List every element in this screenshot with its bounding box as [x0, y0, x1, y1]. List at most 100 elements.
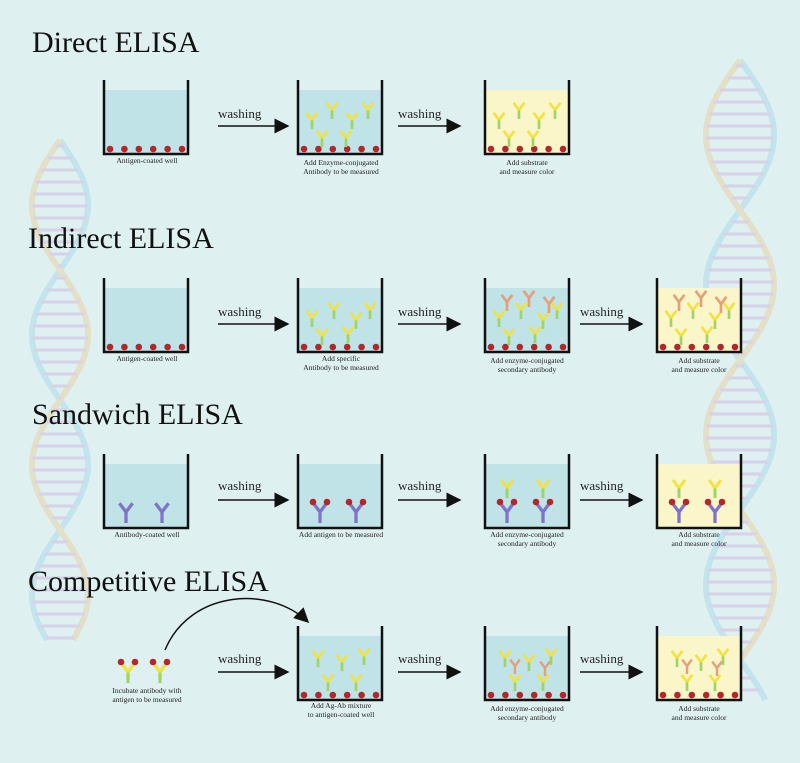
dna-background — [29, 58, 777, 702]
antibody-icon — [315, 129, 329, 148]
antigen-dot — [502, 145, 509, 153]
antibody-icon — [361, 101, 375, 120]
antibody-icon — [544, 647, 558, 666]
antibody-icon — [118, 502, 134, 524]
antigen-dot — [164, 145, 171, 153]
antigen-dot — [315, 343, 322, 351]
antigen-dot — [372, 343, 380, 351]
washing-label: washing — [580, 651, 624, 666]
antibody-icon — [522, 653, 536, 672]
caption: Antigen-coated well — [116, 354, 178, 363]
well-outline — [102, 278, 190, 354]
antibody-icon — [120, 662, 136, 684]
antibody-icon — [707, 479, 723, 498]
antibody-icon — [349, 311, 363, 330]
antibody-icon — [305, 309, 319, 328]
antibody-icon — [542, 295, 556, 314]
antibody-icon — [152, 662, 168, 684]
antigen-dot — [496, 498, 504, 506]
antigen-dot — [315, 691, 322, 699]
antigen-dot — [731, 343, 739, 351]
well-liquid — [485, 636, 569, 700]
washing-label: washing — [218, 651, 262, 666]
well-liquid — [298, 464, 382, 528]
antibody-icon — [514, 301, 528, 320]
washing-label: washing — [218, 106, 262, 121]
antibody-icon — [536, 673, 550, 692]
antigen-dot — [358, 145, 365, 153]
antigen-dot — [559, 145, 567, 153]
antigen-dot — [659, 343, 667, 351]
antibody-icon — [499, 479, 515, 498]
antigen-dot — [502, 343, 509, 351]
antigen-dot — [674, 691, 681, 699]
antigen-dot — [502, 691, 509, 699]
well-liquid — [298, 636, 382, 700]
antigen-dot — [659, 691, 667, 699]
title-competitive-elisa: Competitive ELISA — [28, 565, 269, 598]
antigen-dot — [106, 343, 114, 351]
antigen-dot — [135, 145, 143, 153]
antigen-dot — [717, 691, 724, 699]
antibody-icon — [315, 327, 329, 346]
antibody-icon — [357, 647, 371, 666]
antibody-icon — [539, 660, 551, 677]
antibody-icon — [536, 311, 550, 330]
well-liquid — [104, 288, 188, 352]
antibody-icon — [708, 311, 722, 330]
well-liquid — [104, 90, 188, 154]
antibody-icon — [325, 101, 339, 120]
antigen-dot — [545, 343, 552, 351]
elisa-well — [483, 454, 571, 530]
antibody-icon — [550, 301, 564, 320]
antigen-dot — [135, 343, 143, 351]
antibody-icon — [498, 649, 512, 668]
washing-label: washing — [218, 304, 262, 319]
antigen-dot — [300, 691, 308, 699]
antigen-dot — [329, 145, 337, 153]
antigen-dot — [530, 145, 538, 153]
antibody-icon — [154, 502, 170, 524]
curved-arrow-icon — [164, 597, 310, 651]
antigen-dot — [718, 498, 726, 506]
antigen-dot — [178, 343, 186, 351]
washing-label: washing — [580, 478, 624, 493]
antigen-dot — [323, 498, 331, 506]
antigen-dot — [704, 498, 712, 506]
elisa-well — [102, 278, 190, 354]
antibody-icon — [681, 658, 693, 675]
antigen-dot — [372, 145, 380, 153]
antigen-dot — [731, 691, 739, 699]
antigen-dot — [329, 343, 337, 351]
elisa-well — [102, 80, 190, 156]
antibody-icon — [311, 649, 325, 668]
antibody-icon — [664, 309, 678, 328]
antibody-icon — [500, 293, 514, 312]
well-outline — [655, 626, 743, 702]
antibody-icon — [722, 301, 736, 320]
antigen-dot — [702, 691, 710, 699]
antibody-icon — [672, 293, 686, 312]
antibody-icon — [509, 658, 521, 675]
elisa-well — [296, 626, 384, 702]
antibody-icon — [526, 129, 540, 148]
well-outline — [483, 278, 571, 354]
antigen-dot — [516, 691, 524, 699]
elisa-well — [296, 278, 384, 354]
well-liquid — [298, 90, 382, 154]
antibody-icon — [532, 111, 546, 130]
washing-label: washing — [398, 106, 442, 121]
antigen-dot — [343, 691, 351, 699]
well-outline — [655, 278, 743, 354]
antigen-dot — [149, 145, 157, 153]
antigen-dot — [343, 145, 351, 153]
antibody-icon — [502, 327, 516, 346]
antigen-dot — [717, 343, 724, 351]
antibody-icon — [674, 327, 688, 346]
caption: Antibody-coated well — [114, 530, 180, 539]
antigen-dot — [178, 145, 186, 153]
antibody-icon — [512, 101, 526, 120]
